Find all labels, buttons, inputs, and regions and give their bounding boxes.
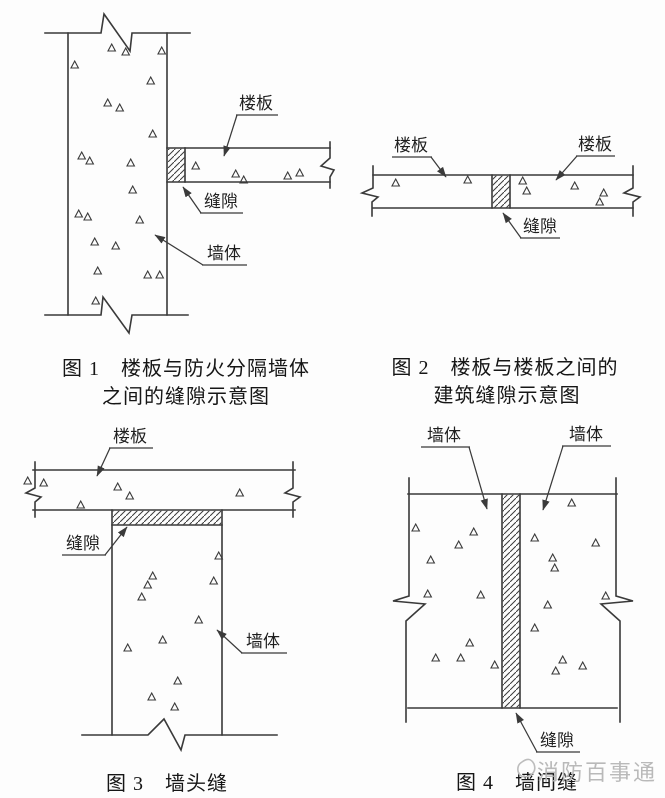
fig1-bottom-break-line <box>44 294 189 336</box>
fig1-gap-leader-arrow <box>182 186 202 214</box>
fig2-slab-right-leader-arrow <box>555 155 578 181</box>
fig4-wall-left-edge-break <box>392 477 427 723</box>
fig3-wall-label-text: 墙体 <box>246 632 280 651</box>
fig1-caption-line2: 之间的缝隙示意图 <box>102 385 270 408</box>
fig2-gap-label-text: 缝隙 <box>523 217 557 236</box>
fig4-wall-right-label-text: 墙体 <box>569 425 603 444</box>
watermark: 消防百事通 <box>517 758 657 785</box>
fig2-left-end-break <box>359 165 380 217</box>
fig2-label-gap: 缝隙 <box>502 212 560 239</box>
fig2-slab-left-leader-arrow <box>430 156 447 178</box>
fig4-label-wall-left: 墙体 <box>421 426 488 510</box>
fig2-right-end-break <box>621 165 642 217</box>
figure-2-drawing: 楼板 楼板 缝隙 图 2 楼板与楼板之间的 建筑缝隙示意图 <box>359 135 642 407</box>
fig2-caption-line2: 建筑缝隙示意图 <box>434 384 581 407</box>
fig1-label-wall: 墙体 <box>154 234 247 266</box>
fig3-gap-leader-arrow <box>104 526 128 556</box>
fig3-gap-label-text: 缝隙 <box>66 534 100 553</box>
fig1-slab-end-break <box>319 141 336 189</box>
fig4-gap-hatch <box>502 494 520 708</box>
fig4-caption: 图 4 墙间缝 <box>456 771 578 794</box>
fig3-wall-leader-arrow <box>216 629 243 654</box>
fig2-gap-hatch <box>492 175 510 208</box>
fig2-label-slab-right: 楼板 <box>555 135 615 181</box>
fig4-label-wall-right: 墙体 <box>542 425 611 511</box>
fig2-label-slab-left: 楼板 <box>392 136 447 178</box>
fig1-slab-label-text: 楼板 <box>239 94 273 113</box>
fig3-bottom-break-line <box>81 717 278 753</box>
fig1-wall-label-text: 墙体 <box>207 244 241 263</box>
fig1-wall-leader-arrow <box>154 234 204 266</box>
fig1-gap-label-text: 缝隙 <box>204 192 238 211</box>
fig3-gap-hatch <box>112 510 222 525</box>
fig3-label-wall: 墙体 <box>216 629 287 654</box>
fig4-label-gap: 缝隙 <box>515 712 580 753</box>
figure-3-drawing: 楼板 缝隙 墙体 图 3 墙头缝 <box>23 427 302 795</box>
fig1-concrete-texture <box>70 43 304 305</box>
watermark-text: 消防百事通 <box>537 760 657 785</box>
fig3-slab-leader-arrow <box>96 447 111 477</box>
fig3-caption: 图 3 墙头缝 <box>106 772 228 795</box>
fig1-label-gap: 缝隙 <box>182 186 243 214</box>
fig4-gap-leader-arrow <box>515 712 538 753</box>
fig3-label-gap: 缝隙 <box>62 526 128 556</box>
fig3-right-end-break <box>283 461 302 518</box>
figure-1-drawing: 楼板 缝隙 墙体 图 1 楼板与防火分隔墙体 之间的缝隙示意图 <box>44 11 336 408</box>
fig4-gap-edges <box>501 493 521 709</box>
fig1-gap-hatch <box>167 148 185 182</box>
fig4-wall-left-leader-arrow <box>468 446 488 510</box>
fig2-gap-leader-arrow <box>502 212 522 239</box>
fig4-wall-right-leader-arrow <box>542 445 564 511</box>
fig2-slab-left-label-text: 楼板 <box>394 136 428 155</box>
watermark-logo-icon <box>517 758 536 778</box>
fig1-caption-line1: 图 1 楼板与防火分隔墙体 <box>62 357 310 380</box>
fig3-slab-label-text: 楼板 <box>113 427 147 446</box>
fig4-gap-label-text: 缝隙 <box>540 731 574 750</box>
fig1-slab-leader-arrow <box>223 114 238 157</box>
fig4-wall-left-label-text: 墙体 <box>427 426 461 445</box>
fig2-slab-right-label-text: 楼板 <box>578 135 612 154</box>
fig2-caption-line1: 图 2 楼板与楼板之间的 <box>392 356 619 379</box>
fig3-left-end-break <box>23 461 43 518</box>
fig1-label-slab: 楼板 <box>223 94 278 157</box>
figure-4-drawing: 墙体 墙体 缝隙 图 4 墙间缝 <box>392 425 634 794</box>
fig3-label-slab: 楼板 <box>96 427 153 477</box>
fig1-top-break-line <box>44 11 191 54</box>
fig2-gap-edges <box>491 174 511 209</box>
fig4-wall-right-edge-break <box>599 477 634 723</box>
